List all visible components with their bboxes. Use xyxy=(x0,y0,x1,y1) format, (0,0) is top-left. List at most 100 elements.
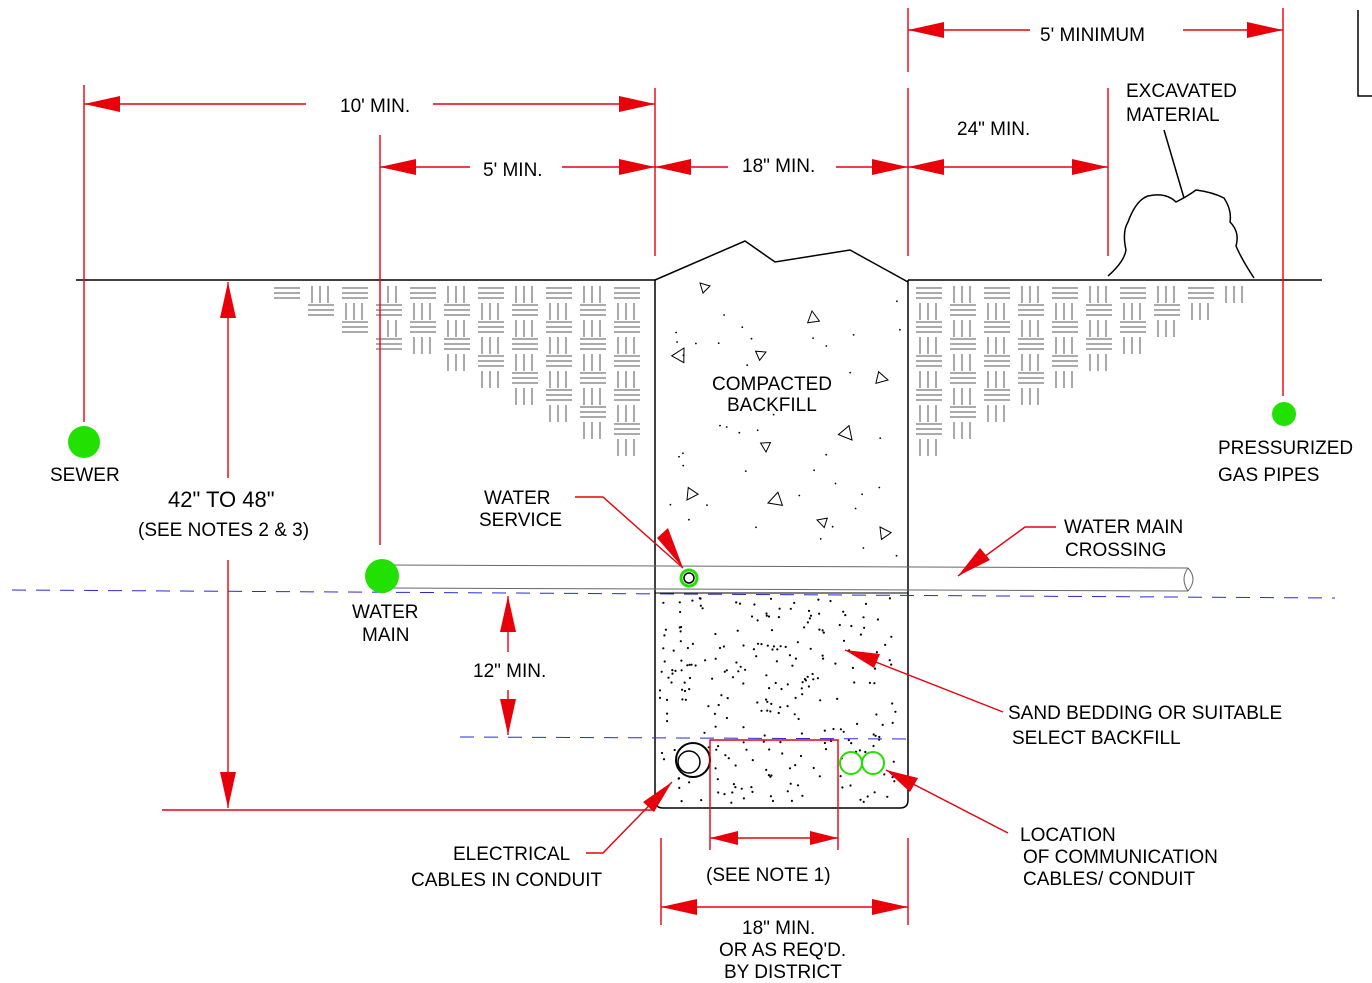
sand-dot xyxy=(671,669,674,672)
sand-dot xyxy=(806,675,809,678)
sand-dot xyxy=(662,758,666,761)
sand-dot xyxy=(725,669,728,672)
sand-dot xyxy=(836,697,839,701)
sand-dot xyxy=(794,764,797,767)
sand-dot xyxy=(663,660,666,663)
label-10-min: 10' MIN. xyxy=(340,96,410,117)
sand-dot xyxy=(699,604,702,607)
label-5-minimum: 5' MINIMUM xyxy=(1040,25,1145,46)
sand-dot xyxy=(717,745,720,748)
leader-communication xyxy=(885,769,1009,834)
sand-dot xyxy=(781,752,784,755)
backfill-dot xyxy=(706,504,708,506)
sand-dot xyxy=(822,631,825,634)
sand-dot xyxy=(864,750,867,754)
sand-dot xyxy=(678,601,681,604)
dim-12-min xyxy=(500,596,516,735)
sand-dot xyxy=(784,645,787,649)
water-main-marker xyxy=(365,559,399,593)
backfill-dot xyxy=(682,464,685,467)
sand-dot xyxy=(688,663,691,666)
sand-dot xyxy=(756,619,759,622)
sand-dot xyxy=(793,713,796,716)
backfill-dot xyxy=(750,337,753,340)
sand-dot xyxy=(811,672,814,676)
excavated-leader xyxy=(1163,129,1185,199)
sand-dot xyxy=(720,694,723,697)
backfill-dot xyxy=(688,518,690,521)
sand-dot xyxy=(794,696,797,700)
backfill-dot xyxy=(725,426,728,428)
label-sand-1: SAND BEDDING OR SUITABLE xyxy=(1008,703,1282,724)
sand-dot xyxy=(718,646,722,650)
sand-dot xyxy=(788,767,792,770)
sand-dot xyxy=(888,659,891,662)
sand-dot xyxy=(694,664,697,667)
sand-dot xyxy=(786,705,789,708)
backfill-mound xyxy=(654,240,909,283)
label-depth: 42" TO 48" xyxy=(168,487,275,512)
sand-dot xyxy=(851,666,855,670)
sand-dot xyxy=(801,794,804,797)
sand-dot xyxy=(756,701,759,704)
gas-pipe-marker xyxy=(1272,402,1296,426)
backfill-dot xyxy=(678,455,680,458)
label-water-main-crossing-2: CROSSING xyxy=(1065,540,1166,561)
label-12-min: 12" MIN. xyxy=(473,661,546,682)
sand-dot xyxy=(890,635,893,638)
sand-dot xyxy=(735,601,738,604)
sand-dot xyxy=(658,689,662,692)
comm-conduit-marker-2 xyxy=(861,751,885,775)
sand-dot xyxy=(684,698,688,701)
sand-dot xyxy=(723,793,726,796)
sand-dot xyxy=(680,669,683,672)
sand-dot xyxy=(701,607,704,610)
sand-dot xyxy=(734,764,737,767)
leader-sand xyxy=(844,649,1004,713)
aggregate-triangle xyxy=(879,526,893,541)
sand-dot xyxy=(800,732,804,735)
sand-dot xyxy=(663,634,666,637)
sand-dot xyxy=(791,664,794,667)
sand-dot xyxy=(751,759,754,762)
sand-dot xyxy=(780,687,783,691)
sand-dot xyxy=(670,681,673,684)
leader-water-main-crossing xyxy=(957,526,1056,577)
backfill-dot xyxy=(831,525,834,528)
sand-dot xyxy=(832,727,835,731)
sand-dot xyxy=(881,723,884,727)
sand-dot xyxy=(716,778,719,781)
backfill-dot xyxy=(895,554,898,557)
sand-dot xyxy=(735,661,738,664)
sand-dot xyxy=(679,640,682,643)
backfill-dot xyxy=(899,328,901,331)
sand-dot xyxy=(674,669,677,673)
label-24-min: 24" MIN. xyxy=(957,119,1030,140)
sand-dot xyxy=(715,748,718,751)
backfill-dot xyxy=(852,334,855,336)
sand-dot xyxy=(806,621,810,624)
water-line-lower xyxy=(459,736,911,740)
backfill-dot xyxy=(862,547,865,549)
sand-dot xyxy=(812,766,815,770)
label-sewer: SEWER xyxy=(50,465,120,486)
native-soil-hatch-right xyxy=(916,286,1243,456)
label-bottom-3: BY DISTRICT xyxy=(724,962,842,983)
dim-note1 xyxy=(710,831,838,845)
sand-dot xyxy=(873,791,876,794)
sand-dot xyxy=(760,709,763,712)
sand-dot xyxy=(662,647,665,650)
sand-dot xyxy=(878,735,881,739)
leader-water-service xyxy=(575,496,684,569)
sand-dot xyxy=(863,626,866,629)
sand-dot xyxy=(888,597,892,600)
compacted-backfill-aggregate xyxy=(670,282,893,541)
sand-dot xyxy=(769,795,773,798)
sand-dot xyxy=(890,663,893,666)
sand-dot xyxy=(841,786,844,789)
backfill-dot xyxy=(798,494,801,497)
aggregate-triangle xyxy=(837,424,853,441)
sand-dot xyxy=(839,728,843,731)
label-depth-note: (SEE NOTES 2 & 3) xyxy=(138,520,309,541)
